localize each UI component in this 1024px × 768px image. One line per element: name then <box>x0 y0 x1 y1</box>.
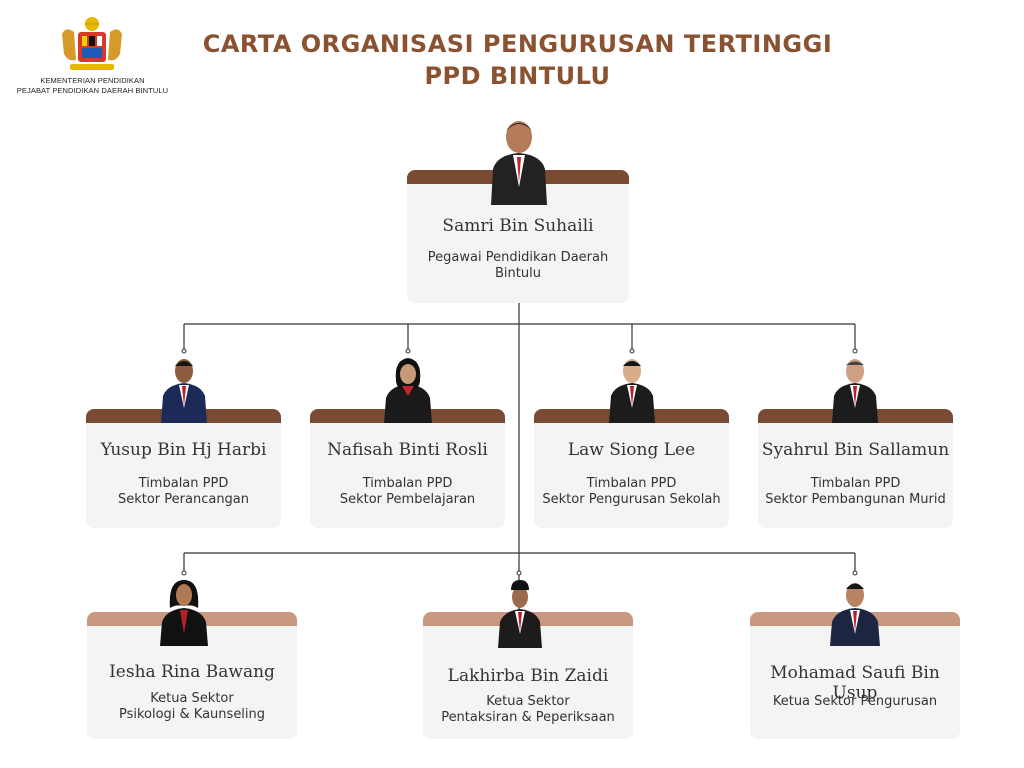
head-photo <box>491 121 547 205</box>
person-name: Syahrul Bin Sallamun <box>761 440 950 460</box>
deputy-photo <box>832 359 878 423</box>
page-title: CARTA ORGANISASI PENGURUSAN TERTINGGI <box>202 30 833 58</box>
logo-line-ministry: KEMENTERIAN PENDIDIKAN <box>40 76 145 85</box>
person-role: Ketua Sektor Pengurusan <box>772 694 938 709</box>
head-card: Samri Bin Suhaili Pegawai Pendidikan Dae… <box>407 170 629 303</box>
coat-of-arms-logo <box>62 17 122 70</box>
sector-head-photo <box>830 583 880 646</box>
deputy-photo <box>384 358 432 423</box>
deputy-photo <box>609 359 655 423</box>
person-name: Nafisah Binti Rosli <box>327 440 488 460</box>
person-name: Lakhirba Bin Zaidi <box>447 666 609 686</box>
person-name: Law Siong Lee <box>567 440 696 460</box>
person-name: Iesha Rina Bawang <box>109 662 275 682</box>
person-name: Mohamad Saufi Bin Usup <box>770 663 940 703</box>
deputy-photo <box>161 359 207 423</box>
person-name: Yusup Bin Hj Harbi <box>100 440 267 460</box>
sector-head-photo <box>498 580 542 648</box>
logo-line-office: PEJABAT PENDIDIKAN DAERAH BINTULU <box>16 86 169 95</box>
page-subtitle: PPD BINTULU <box>424 62 611 90</box>
person-name: Samri Bin Suhaili <box>442 216 594 236</box>
sector-head-photo <box>160 580 208 646</box>
